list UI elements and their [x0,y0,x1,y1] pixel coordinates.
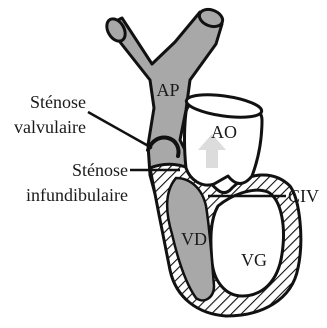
label-stenose-valvulaire-line1: Sténose [30,92,86,112]
label-civ: CIV [288,186,319,206]
label-ao: AO [211,122,237,142]
label-vd: VD [181,229,207,249]
label-stenose-infundibulaire-line2: infundibulaire [26,185,128,205]
label-stenose-valvulaire-line2: valvulaire [14,117,86,137]
label-vg: VG [241,250,267,270]
left-ventricle [211,190,284,296]
label-stenose-infundibulaire-line1: Sténose [72,160,128,180]
valvulaire-leader-line [88,112,152,148]
label-ap: AP [156,80,179,100]
